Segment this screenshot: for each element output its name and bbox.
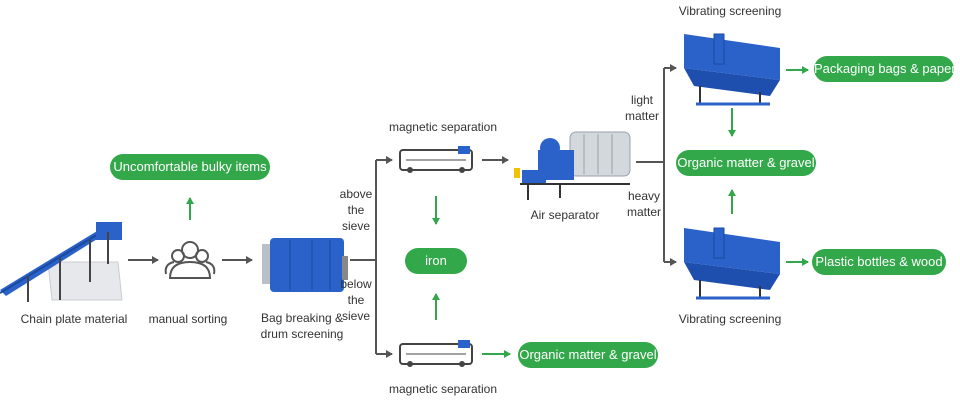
label-vibrating-top: Vibrating screening	[678, 4, 782, 18]
label-magnetic-bottom: magnetic separation	[388, 382, 498, 396]
output-bulky-items: Uncomfortable bulky items	[110, 154, 270, 180]
output-organic-bottom: Organic matter & gravel	[518, 342, 658, 368]
manual-sorting-people-icon	[164, 241, 216, 279]
label-vibrating-bottom: Vibrating screening	[678, 312, 782, 326]
output-iron: iron	[405, 248, 467, 274]
magnetic-separator-top-icon	[399, 146, 473, 173]
label-magnetic-top: magnetic separation	[388, 120, 498, 134]
label-below-line1: below	[340, 277, 372, 291]
label-below-line3: sieve	[341, 309, 370, 323]
output-plastic: Plastic bottles & wood	[812, 249, 946, 275]
label-above-line1: above	[339, 187, 373, 201]
magnetic-separator-bottom-icon	[399, 340, 473, 367]
label-bag-breaking: Bag breaking & drum screening	[254, 310, 350, 342]
output-organic-right: Organic matter & gravel	[676, 150, 816, 176]
label-below-line2: the	[347, 293, 365, 307]
label-bag-breaking-line1: Bag breaking &	[260, 311, 344, 325]
output-packaging: Packaging bags & paper	[814, 56, 956, 82]
output-arrows	[186, 66, 809, 358]
vibrating-screen-top-icon	[684, 33, 780, 106]
drum-screen-machine-icon	[262, 238, 348, 292]
air-separator-machine-icon	[514, 131, 631, 200]
label-bag-breaking-line2: drum screening	[260, 327, 344, 341]
label-below-sieve: below the sieve	[336, 276, 376, 324]
label-light-line1: light	[630, 93, 653, 107]
label-above-line2: the	[347, 203, 365, 217]
label-above-sieve: above the sieve	[336, 186, 376, 234]
flow-arrows	[128, 64, 677, 358]
label-light-line2: matter	[624, 109, 659, 123]
label-heavy-matter: heavy matter	[622, 188, 666, 220]
label-heavy-line2: matter	[626, 205, 661, 219]
label-heavy-line1: heavy	[627, 189, 661, 203]
chain-plate-conveyor-icon	[0, 222, 123, 302]
label-manual-sorting: manual sorting	[148, 312, 228, 326]
label-air-separator: Air separator	[530, 208, 600, 222]
label-chain-plate: Chain plate material	[20, 312, 128, 326]
vibrating-screen-bottom-icon	[684, 227, 780, 300]
label-above-line3: sieve	[341, 219, 370, 233]
label-light-matter: light matter	[622, 92, 662, 124]
